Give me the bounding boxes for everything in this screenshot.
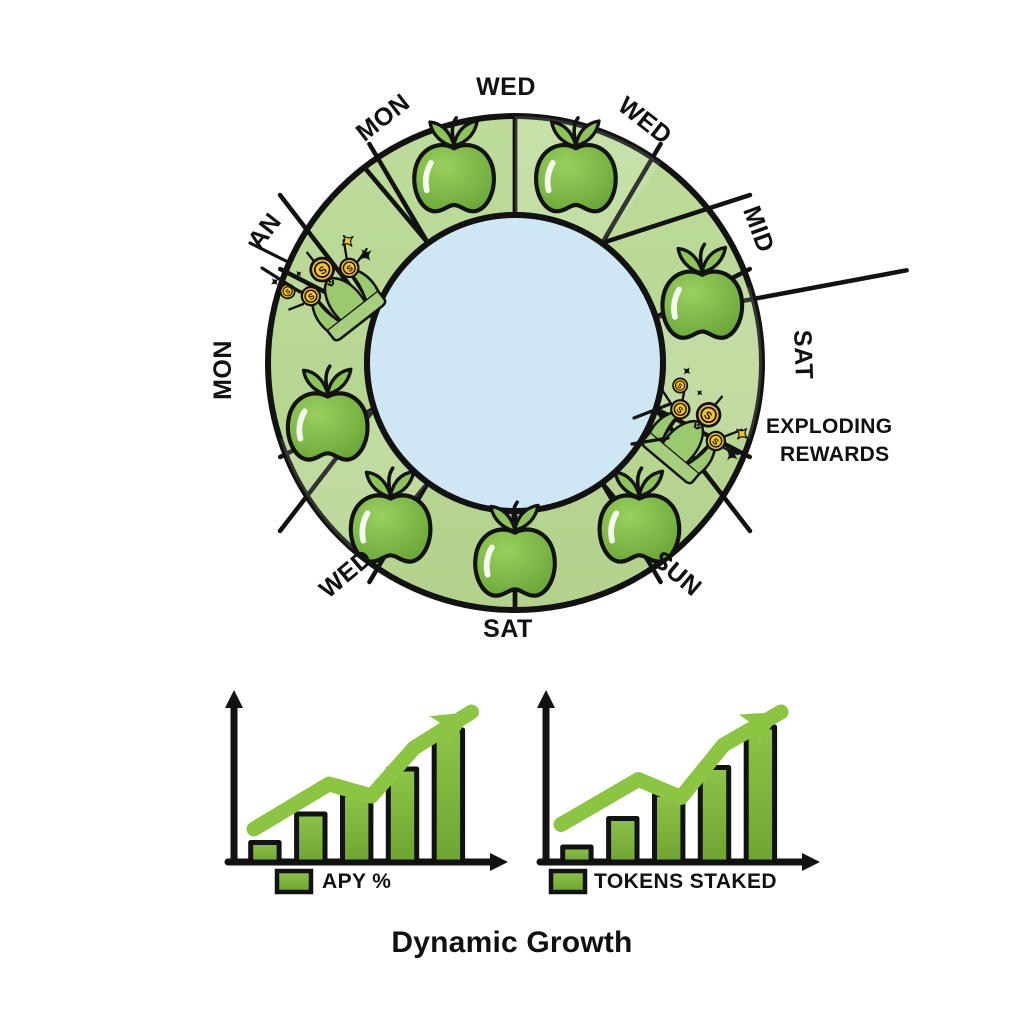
apy-growth-chart: APY %: [224, 690, 508, 895]
bar-3: [652, 792, 686, 865]
trend-arrowhead-icon: [429, 712, 472, 749]
burst-pointer-lines: [248, 241, 672, 446]
wheel-label-mon-left: MON: [209, 340, 237, 400]
tokens-staked-growth-chart: TOKENS STAKED: [536, 690, 820, 895]
bar-4: [697, 765, 732, 865]
exploding-rewards-callout: EXPLODING REWARDS: [766, 415, 892, 466]
chart-bars: [248, 727, 466, 865]
bar-1: [248, 840, 282, 865]
trend-arrow-line: [553, 704, 789, 832]
bar-2: [606, 816, 640, 865]
exploding-rewards-line2: REWARDS: [780, 443, 889, 466]
legend-label: TOKENS STAKED: [594, 870, 777, 893]
wheel-label-wed-top: WED: [476, 73, 536, 101]
bar-1: [560, 844, 594, 865]
axis-arrowhead-icon: [537, 690, 820, 871]
chart-bars: [560, 724, 778, 865]
figure-caption: Dynamic Growth: [391, 926, 632, 959]
trend-arrowhead-icon: [738, 712, 781, 748]
wheel-label-sat-bottom: SAT: [483, 615, 533, 643]
axis-arrowhead-icon: [225, 690, 508, 871]
legend-label: APY %: [322, 870, 391, 893]
trend-arrow-line: [246, 704, 479, 837]
legend-swatch: [274, 868, 314, 895]
wheel-label-sat-right: SAT: [788, 329, 818, 380]
bar-3: [340, 792, 374, 865]
exploding-rewards-line1: EXPLODING: [766, 415, 892, 438]
bar-5: [431, 727, 466, 865]
legend-swatch: [548, 868, 588, 895]
bar-2: [294, 811, 328, 865]
bar-5: [743, 724, 778, 865]
